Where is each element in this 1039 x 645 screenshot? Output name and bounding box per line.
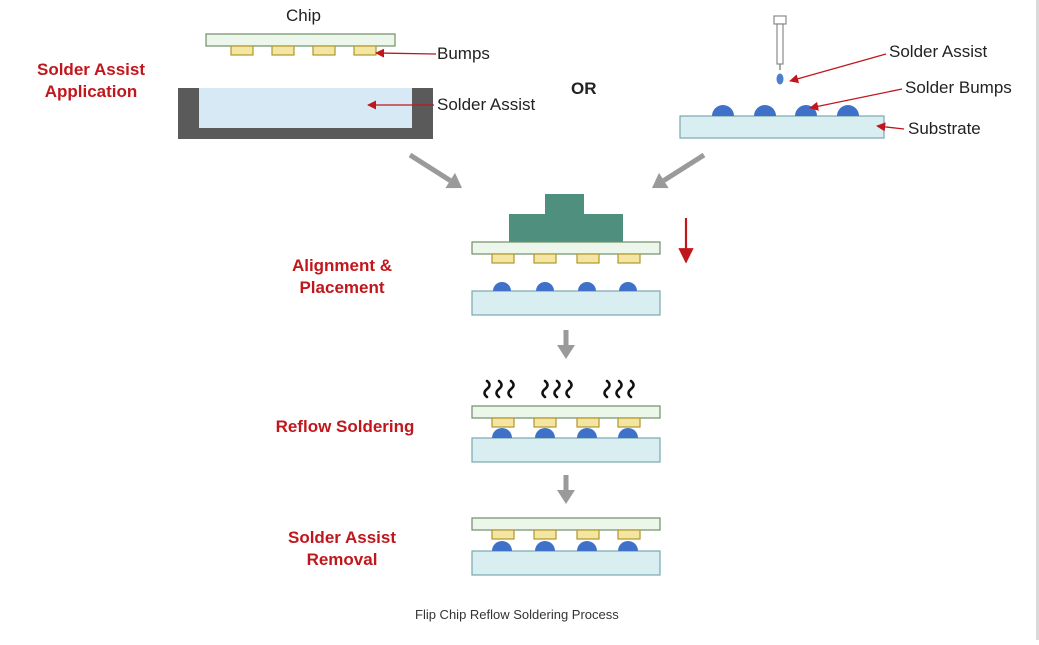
heat-wave-9 bbox=[627, 379, 635, 399]
removal-substrate bbox=[471, 550, 661, 576]
heat-wave-5 bbox=[553, 379, 561, 399]
top-chip-bump-1 bbox=[230, 45, 254, 56]
top-solder-ball-1 bbox=[712, 105, 734, 116]
step-arrow-2-head bbox=[557, 490, 575, 504]
removal-chip-bump-3 bbox=[576, 529, 600, 540]
reflow-solder-ball-1 bbox=[492, 428, 512, 438]
dispenser-barrel bbox=[776, 23, 784, 65]
solder-bumps-pointer bbox=[809, 88, 903, 111]
solder-assist-tray-frame bbox=[178, 88, 433, 139]
placement-substrate bbox=[471, 290, 661, 316]
right-converge-arrow-shaft bbox=[662, 152, 706, 183]
heat-wave-8 bbox=[615, 379, 623, 399]
removal-chip bbox=[471, 517, 661, 531]
top-chip-bump-3 bbox=[312, 45, 336, 56]
removal-solder-ball-3 bbox=[577, 541, 597, 551]
step-alignment-line1: Alignment & bbox=[291, 256, 393, 275]
reflow-chip-bump-3 bbox=[576, 417, 600, 428]
removal-chip-bump-2 bbox=[533, 529, 557, 540]
step-removal-line2: Removal bbox=[306, 550, 378, 569]
heat-wave-1 bbox=[483, 379, 491, 399]
reflow-solder-ball-4 bbox=[618, 428, 638, 438]
heat-wave-4 bbox=[541, 379, 549, 399]
solder-assist-dispense-label: Solder Assist bbox=[889, 42, 988, 61]
step-alignment-placement: Alignment & Placement bbox=[272, 255, 412, 299]
placement-solder-ball-3 bbox=[578, 282, 596, 291]
removal-solder-ball-4 bbox=[618, 541, 638, 551]
right-converge-arrow-head bbox=[652, 172, 669, 189]
reflow-chip-bump-4 bbox=[617, 417, 641, 428]
solder-assist-tray-fill bbox=[199, 88, 412, 128]
reflow-chip-bump-2 bbox=[533, 417, 557, 428]
top-chip bbox=[205, 33, 396, 47]
step-solder-assist-removal: Solder Assist Removal bbox=[272, 527, 412, 571]
step-reflow-line1: Reflow Soldering bbox=[275, 417, 415, 436]
substrate-pointer bbox=[876, 122, 905, 132]
reflow-substrate bbox=[471, 437, 661, 463]
step-application-line1: Solder Assist bbox=[36, 60, 146, 79]
placement-solder-ball-4 bbox=[619, 282, 637, 291]
diagram-caption: Flip Chip Reflow Soldering Process bbox=[415, 607, 619, 622]
heat-wave-3 bbox=[507, 379, 515, 399]
solder-assist-droplet bbox=[776, 73, 784, 85]
step-solder-assist-application: Solder Assist Application bbox=[14, 59, 168, 103]
placement-solder-ball-2 bbox=[536, 282, 554, 291]
substrate-label: Substrate bbox=[908, 119, 981, 138]
heat-wave-7 bbox=[603, 379, 611, 399]
reflow-chip-bump-1 bbox=[491, 417, 515, 428]
top-chip-bump-2 bbox=[271, 45, 295, 56]
placement-head bbox=[509, 194, 623, 242]
left-converge-arrow-shaft bbox=[408, 152, 452, 183]
reflow-solder-ball-3 bbox=[577, 428, 597, 438]
reflow-solder-ball-2 bbox=[535, 428, 555, 438]
placement-chip-bump-4 bbox=[617, 253, 641, 264]
placement-solder-ball-1 bbox=[493, 282, 511, 291]
removal-chip-bump-4 bbox=[617, 529, 641, 540]
step-arrow-1-head bbox=[557, 345, 575, 359]
droplet-pointer bbox=[789, 53, 887, 84]
placement-chip-bump-2 bbox=[533, 253, 557, 264]
placement-chip-bump-1 bbox=[491, 253, 515, 264]
solder-bumps-label: Solder Bumps bbox=[905, 78, 1012, 97]
top-substrate bbox=[679, 115, 885, 139]
heat-wave-2 bbox=[495, 379, 503, 399]
step-alignment-line2: Placement bbox=[299, 278, 385, 297]
removal-solder-ball-1 bbox=[492, 541, 512, 551]
solder-assist-tray-label: Solder Assist bbox=[437, 95, 536, 114]
step-reflow-soldering: Reflow Soldering bbox=[266, 416, 424, 438]
chip-label: Chip bbox=[286, 6, 321, 25]
top-chip-bump-4 bbox=[353, 45, 377, 56]
heat-wave-6 bbox=[565, 379, 573, 399]
removal-solder-ball-2 bbox=[535, 541, 555, 551]
dispenser-plunger bbox=[773, 15, 787, 25]
step-removal-line1: Solder Assist bbox=[287, 528, 397, 547]
reflow-chip bbox=[471, 405, 661, 419]
top-solder-ball-4 bbox=[837, 105, 859, 116]
placement-chip bbox=[471, 241, 661, 255]
bumps-label: Bumps bbox=[437, 44, 490, 63]
right-edge-divider bbox=[1036, 0, 1039, 640]
or-label: OR bbox=[571, 79, 597, 98]
removal-chip-bump-1 bbox=[491, 529, 515, 540]
top-solder-ball-2 bbox=[754, 105, 776, 116]
placement-chip-bump-3 bbox=[576, 253, 600, 264]
bumps-pointer bbox=[375, 48, 437, 58]
left-converge-arrow-head bbox=[445, 172, 462, 189]
step-application-line2: Application bbox=[44, 82, 138, 101]
